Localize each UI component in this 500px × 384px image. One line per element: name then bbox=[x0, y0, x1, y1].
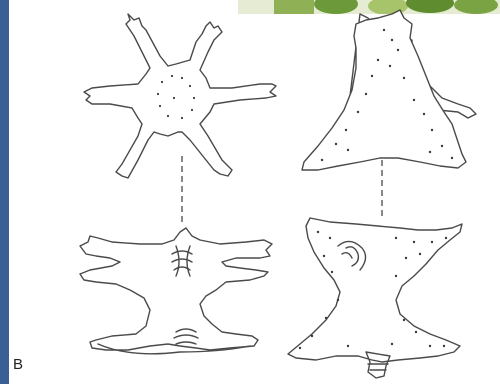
triradiate-bottom-icon bbox=[288, 218, 462, 378]
triradiate-icon bbox=[302, 10, 476, 170]
panel-label: B bbox=[13, 356, 23, 374]
six-ray-star-bottom-icon bbox=[80, 228, 272, 354]
six-ray-star-icon bbox=[84, 14, 276, 178]
